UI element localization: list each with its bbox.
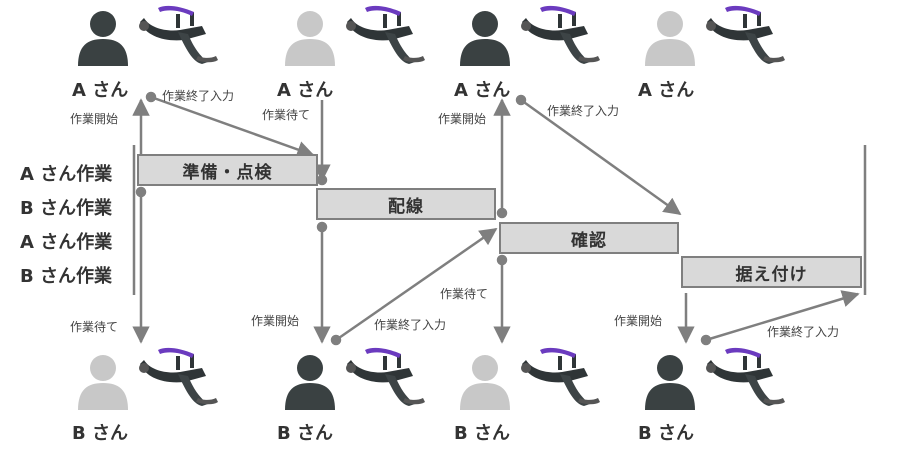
arrow-end-input-b2 [335, 227, 498, 342]
row-label-b2: B さん作業 [20, 266, 112, 287]
row-label-b1: B さん作業 [20, 198, 112, 219]
dot-b1 [135, 186, 147, 198]
person-name-a1: A さん [72, 80, 129, 101]
person-name-a3: A さん [454, 80, 511, 101]
dot-a2 [316, 174, 328, 186]
person-name-a2: A さん [277, 80, 334, 101]
annotation-start-b2: 作業開始 [251, 314, 300, 328]
task-bar-check: 確認 [499, 222, 679, 254]
arrow-end-input-b4 [705, 290, 860, 342]
annotation-end-input-a3: 作業終了入力 [547, 104, 620, 118]
annotation-wait-b3: 作業待て [440, 287, 489, 301]
annotation-end-input-b4: 作業終了入力 [767, 325, 840, 339]
annotation-start-a1: 作業開始 [70, 112, 119, 126]
person-name-b4: B さん [638, 423, 694, 444]
annotation-wait-b1: 作業待て [70, 320, 119, 334]
annotation-wait-a2: 作業待て [262, 108, 311, 122]
task-bar-wiring: 配線 [316, 188, 496, 220]
person-name-a4: A さん [638, 80, 695, 101]
person-name-b2: B さん [277, 423, 333, 444]
annotation-end-input-a1: 作業終了入力 [162, 89, 235, 103]
task-bar-prep: 準備・点検 [137, 154, 318, 186]
annotation-start-b4: 作業開始 [614, 314, 663, 328]
arrow-end-input-a1 [150, 95, 315, 158]
person-name-b1: B さん [72, 423, 128, 444]
row-label-a2: A さん作業 [20, 232, 113, 253]
arrow-end-input-a3 [520, 98, 682, 216]
row-label-a1: A さん作業 [20, 164, 113, 185]
person-name-b3: B さん [454, 423, 510, 444]
annotation-end-input-b2: 作業終了入力 [374, 318, 447, 332]
task-bar-install: 据え付け [681, 256, 862, 288]
annotation-start-a3: 作業開始 [438, 112, 487, 126]
